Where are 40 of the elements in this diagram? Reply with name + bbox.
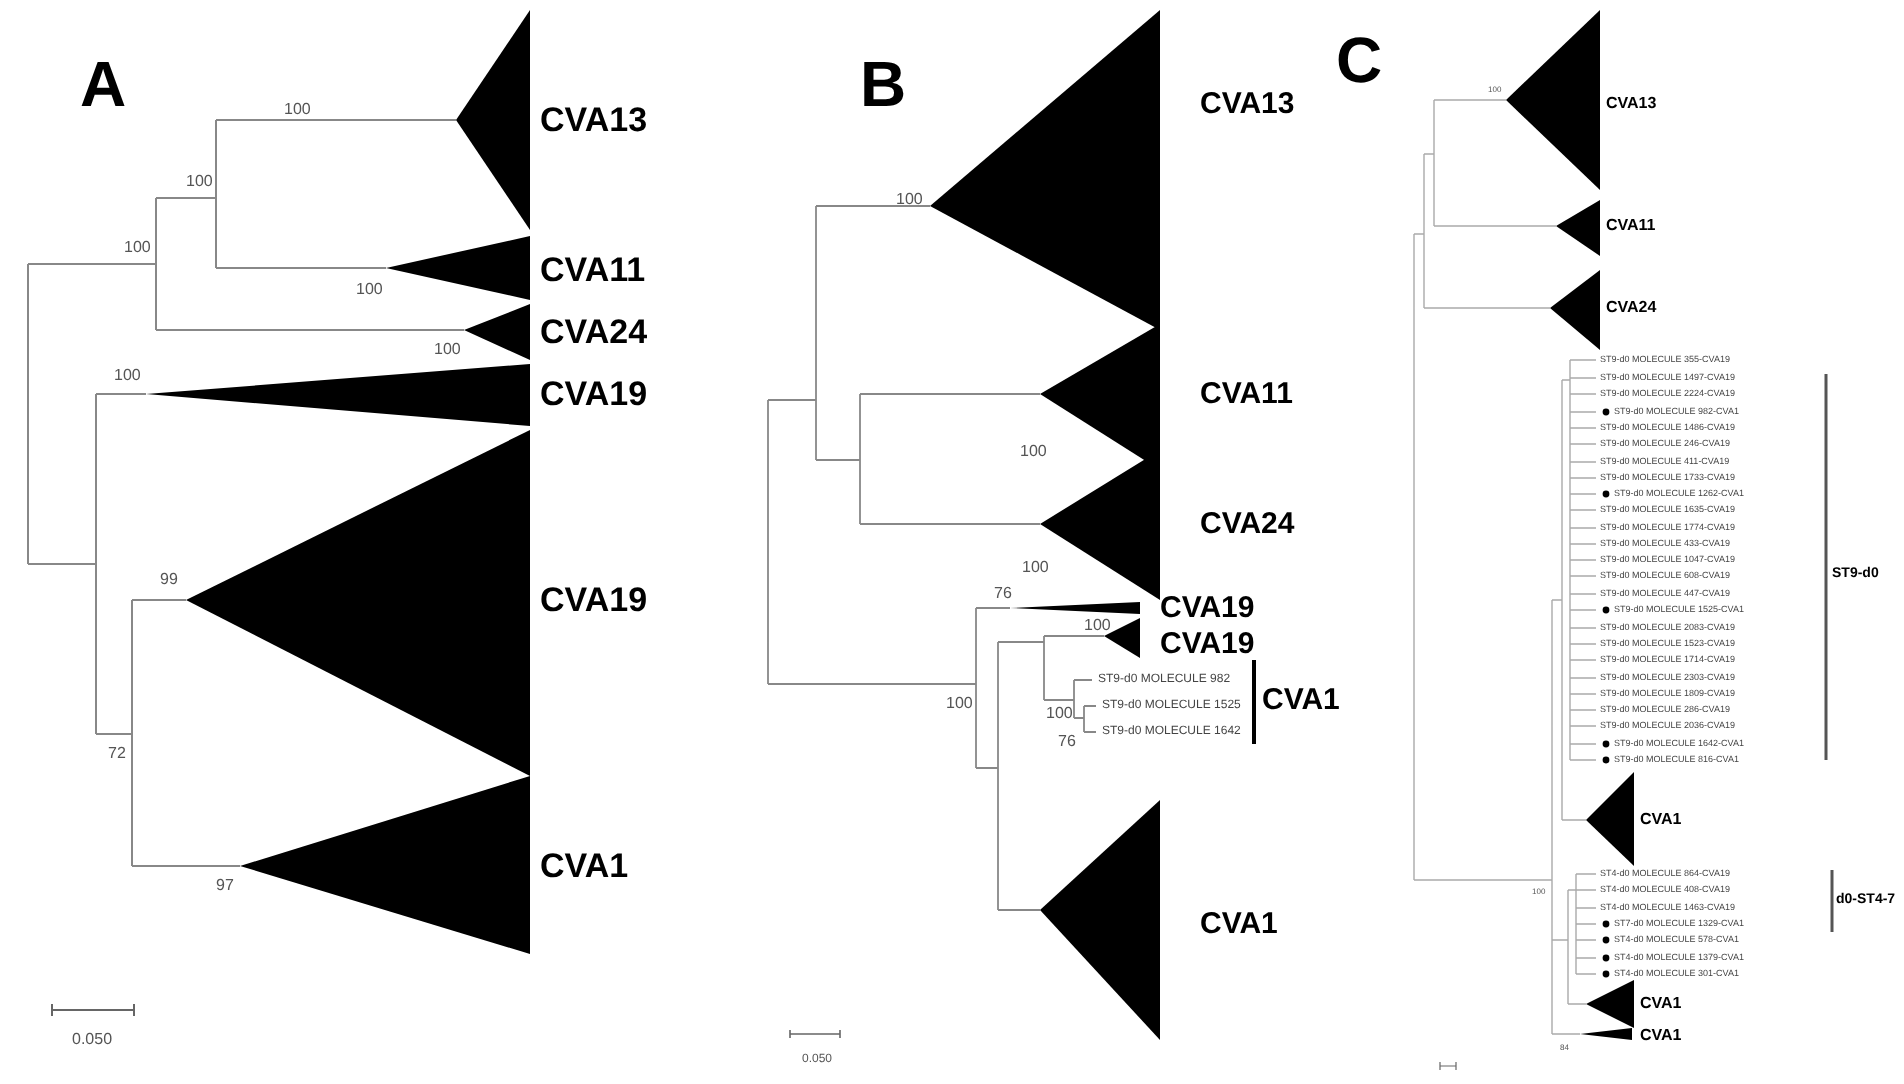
bootstrap-value: 100 bbox=[114, 368, 141, 384]
bootstrap-value: 72 bbox=[108, 746, 126, 762]
bootstrap-value: 100 bbox=[1084, 618, 1111, 634]
bootstrap-value: 76 bbox=[994, 586, 1012, 602]
clade-label: CVA19 bbox=[1160, 593, 1255, 623]
bootstrap-value: 100 bbox=[896, 192, 923, 208]
panel-letter: C bbox=[1336, 28, 1383, 92]
panel-letter: B bbox=[860, 52, 907, 116]
panel-letter: A bbox=[80, 52, 127, 116]
clade-label: CVA11 bbox=[1606, 218, 1656, 234]
clade-label: CVA13 bbox=[1200, 89, 1295, 119]
clade-label: CVA1 bbox=[1640, 996, 1682, 1012]
bootstrap-value: 97 bbox=[216, 878, 234, 894]
bootstrap-value: 99 bbox=[160, 572, 178, 588]
bootstrap-value: 100 bbox=[124, 240, 151, 256]
clade-label: CVA13 bbox=[540, 103, 648, 137]
bootstrap-value: 100 bbox=[284, 102, 311, 118]
clade-label: CVA24 bbox=[1200, 509, 1295, 539]
clade-label: CVA1 bbox=[1262, 685, 1340, 715]
clade-label: CVA1 bbox=[1640, 812, 1682, 828]
clade-label: CVA1 bbox=[540, 849, 629, 883]
clade-label: CVA19 bbox=[1160, 629, 1255, 659]
clade-label: CVA1 bbox=[1640, 1028, 1682, 1044]
clade-label: CVA11 bbox=[1200, 379, 1293, 409]
clade-label: CVA13 bbox=[1606, 96, 1657, 112]
bootstrap-value: 0.050 bbox=[72, 1032, 113, 1048]
bootstrap-value: 100 bbox=[1022, 560, 1049, 576]
bootstrap-value: 100 bbox=[356, 282, 383, 298]
clade-label: CVA11 bbox=[540, 253, 646, 287]
bootstrap-value: 100 bbox=[1046, 706, 1073, 722]
clade-label: CVA19 bbox=[540, 377, 648, 411]
bootstrap-value: 76 bbox=[1058, 734, 1076, 750]
bootstrap-value: 100 bbox=[186, 174, 213, 190]
bootstrap-value: 100 bbox=[1020, 444, 1047, 460]
clade-label: CVA1 bbox=[1200, 909, 1278, 939]
clade-label: CVA24 bbox=[1606, 300, 1657, 316]
bootstrap-value: 100 bbox=[946, 696, 973, 712]
clade-label: CVA19 bbox=[540, 583, 648, 617]
clade-label: CVA24 bbox=[540, 315, 648, 349]
bootstrap-value: 100 bbox=[434, 342, 461, 358]
